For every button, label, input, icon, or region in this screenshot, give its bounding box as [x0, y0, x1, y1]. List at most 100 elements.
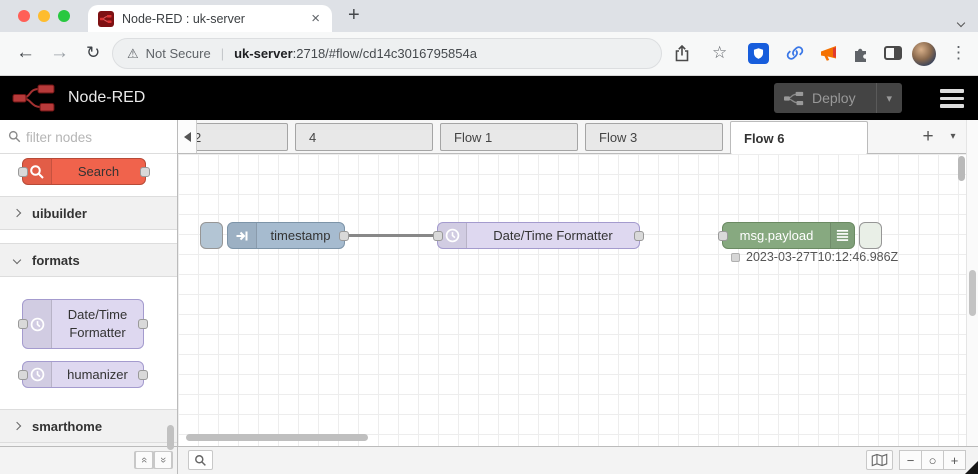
tab-close-icon[interactable]: × — [311, 10, 320, 27]
palette-section: Search — [0, 154, 177, 196]
browser-menu-icon[interactable]: ⋮ — [950, 43, 967, 62]
debug-node-status: 2023-03-27T10:12:46.986Z — [731, 250, 898, 264]
flow-grid[interactable]: timestamp Date/Time Formatter msg.payloa… — [178, 154, 966, 446]
palette-spacer — [0, 230, 177, 243]
footer-bar: « » − ○ + — [0, 446, 978, 474]
profile-avatar[interactable] — [912, 42, 936, 66]
palette-scroll-area[interactable]: Search uibuilder formats Date/Ti — [0, 154, 177, 446]
node-label: humanizer — [67, 367, 128, 382]
megaphone-extension-icon[interactable] — [820, 41, 839, 65]
browser-tab[interactable]: Node-RED : uk-server × — [88, 5, 332, 32]
flow-tab-flow3[interactable]: Flow 3 — [585, 123, 723, 151]
flow-tab-4[interactable]: 4 — [295, 123, 433, 151]
browser-tab-title: Node-RED : uk-server — [122, 11, 245, 26]
bitwarden-extension-icon[interactable] — [748, 41, 769, 65]
palette-node-datetime-formatter[interactable]: Date/Time Formatter — [18, 299, 148, 349]
chevron-right-icon — [12, 421, 22, 431]
main-menu-icon[interactable] — [940, 89, 964, 108]
chevron-right-icon — [12, 208, 22, 218]
window-resize-corner — [965, 461, 978, 474]
chevron-down-icon — [12, 255, 22, 265]
node-label: msg.payload — [739, 228, 814, 243]
debug-node-msg-payload[interactable]: msg.payload — [718, 222, 882, 249]
canvas-horizontal-scrollbar[interactable] — [186, 434, 368, 441]
deploy-button[interactable]: Deploy ▾ — [774, 83, 902, 113]
node-output-port[interactable] — [634, 230, 644, 241]
canvas-footer: − ○ + — [178, 447, 978, 474]
double-chevron-up-icon: « — [135, 451, 153, 469]
inject-trigger-button[interactable] — [200, 222, 223, 249]
search-icon — [195, 454, 206, 466]
back-button[interactable]: ← — [16, 42, 35, 63]
palette-node-search[interactable]: Search — [18, 158, 150, 185]
tab-label: 2 — [194, 129, 202, 145]
category-label: formats — [32, 252, 80, 268]
node-red-logo — [12, 84, 55, 112]
node-palette: Search uibuilder formats Date/Ti — [0, 120, 178, 450]
expand-all-button[interactable]: » — [153, 451, 173, 469]
datetime-formatter-node[interactable]: Date/Time Formatter — [433, 222, 644, 249]
flow-list-dropdown-icon[interactable]: ▾ — [950, 131, 956, 142]
collapse-all-button[interactable]: « — [134, 451, 154, 469]
browser-toolbar: ← → ↻ ⚠ Not Secure | uk-server :2718/#fl… — [0, 32, 978, 76]
palette-node-humanizer[interactable]: humanizer — [18, 361, 148, 388]
double-chevron-down-icon: » — [154, 451, 172, 469]
page-scrollbar[interactable] — [966, 120, 978, 446]
link-extension-icon[interactable] — [786, 41, 804, 65]
navigator-map-button[interactable] — [866, 450, 893, 470]
forward-button[interactable]: → — [50, 42, 69, 63]
deploy-dropdown-icon[interactable]: ▾ — [886, 92, 892, 105]
filter-search-icon — [8, 130, 21, 143]
bookmark-star-icon[interactable]: ☆ — [712, 43, 728, 62]
deploy-label: Deploy — [812, 90, 856, 106]
node-input-port[interactable] — [433, 230, 443, 241]
share-icon[interactable] — [674, 41, 690, 65]
search-flows-button[interactable] — [188, 450, 213, 470]
main-area: Search uibuilder formats Date/Ti — [0, 120, 978, 450]
traffic-zoom-button[interactable] — [58, 10, 70, 22]
tab-label: 4 — [309, 129, 317, 145]
add-flow-button[interactable]: + — [922, 125, 934, 147]
tab-label: Flow 6 — [744, 130, 785, 146]
palette-formats-content: Date/Time Formatter humanizer — [0, 277, 177, 409]
palette-scrollbar-thumb[interactable] — [167, 425, 174, 450]
deploy-icon — [784, 91, 804, 105]
canvas-vertical-scrollbar[interactable] — [958, 156, 965, 181]
node-label: timestamp — [270, 228, 331, 243]
reload-button[interactable]: ↻ — [86, 43, 101, 62]
palette-category-formats[interactable]: formats — [0, 243, 177, 277]
node-input-port[interactable] — [718, 230, 728, 241]
app-title: Node-RED — [68, 89, 146, 106]
zoom-in-button[interactable]: + — [943, 450, 966, 470]
node-output-port — [140, 166, 150, 177]
split-view-icon[interactable] — [884, 41, 902, 65]
new-tab-button[interactable]: + — [348, 4, 360, 26]
tab-scroll-left-button[interactable] — [178, 120, 197, 153]
traffic-minimize-button[interactable] — [38, 10, 50, 22]
traffic-close-button[interactable] — [18, 10, 30, 22]
flow-tab-flow1[interactable]: Flow 1 — [440, 123, 578, 151]
palette-category-uibuilder[interactable]: uibuilder — [0, 196, 177, 230]
address-bar[interactable]: ⚠ Not Secure | uk-server :2718/#flow/cd1… — [112, 38, 662, 69]
node-label: Date/Time Formatter — [67, 306, 128, 340]
node-label: Search — [77, 164, 120, 179]
category-label: smarthome — [32, 418, 103, 434]
flow-tab-flow6-active[interactable]: Flow 6 — [730, 121, 868, 154]
tab-search-chevron-icon[interactable] — [956, 13, 966, 31]
map-icon — [871, 453, 888, 467]
filter-nodes-input[interactable] — [26, 125, 166, 149]
zoom-out-button[interactable]: − — [899, 450, 922, 470]
inject-node-timestamp[interactable]: timestamp — [200, 222, 349, 249]
address-divider: | — [220, 46, 225, 61]
debug-toggle-button[interactable] — [859, 222, 882, 249]
browser-tabstrip: Node-RED : uk-server × + — [0, 0, 978, 32]
extensions-puzzle-icon[interactable] — [852, 41, 869, 65]
node-red-header: Node-RED Deploy ▾ — [0, 76, 978, 120]
page-scrollbar-thumb[interactable] — [969, 270, 976, 316]
zoom-reset-button[interactable]: ○ — [921, 450, 944, 470]
node-output-port[interactable] — [339, 230, 349, 241]
triangle-left-icon — [183, 131, 191, 142]
node-input-port — [18, 319, 28, 329]
palette-category-smarthome[interactable]: smarthome — [0, 409, 177, 443]
status-dot-icon — [731, 252, 740, 262]
